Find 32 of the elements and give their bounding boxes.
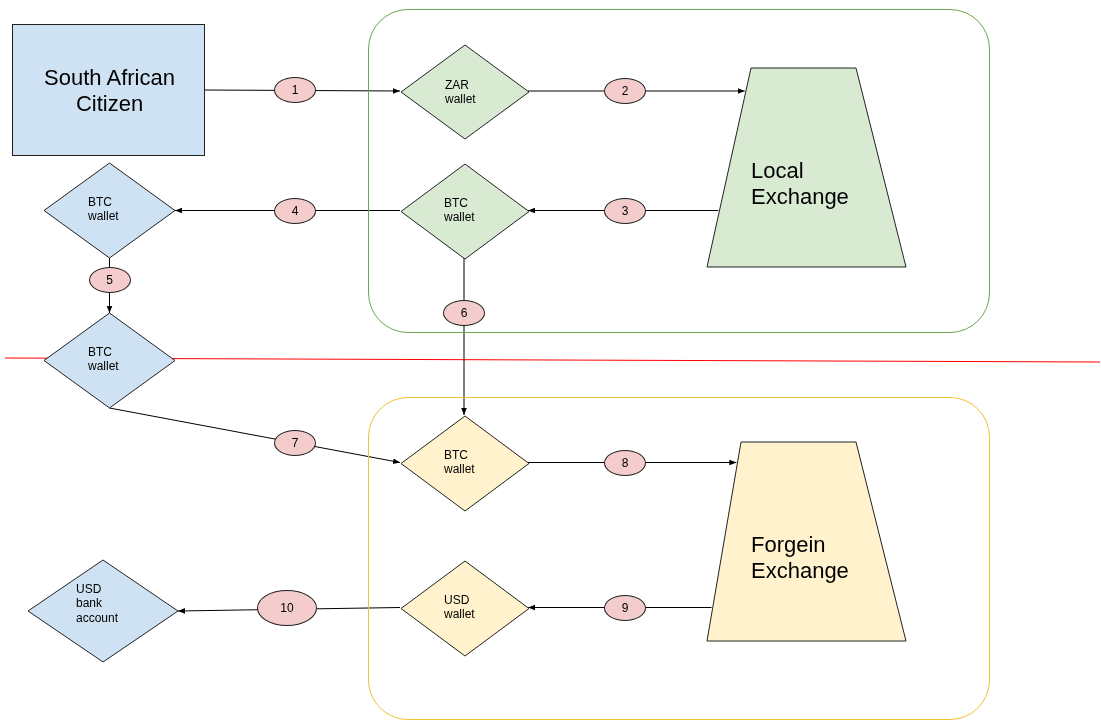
node-label: BTC wallet [88,195,120,224]
node-label: BTC wallet [444,448,476,477]
step-number: 7 [274,429,316,456]
decision-diamond [401,561,529,656]
step-number: 8 [604,449,646,476]
node-label: USD wallet [444,593,476,622]
step-number: 6 [443,299,485,326]
step-number: 4 [274,197,316,224]
step-number: 3 [604,197,646,224]
decision-diamond [44,313,175,408]
node-label: ZAR wallet [445,78,477,107]
node-label: Forgein Exchange [751,532,850,585]
decision-diamond [401,45,529,139]
group-container [368,397,990,720]
node-label: USD bank account [76,582,118,626]
decision-diamond [401,416,529,511]
step-number: 9 [604,594,646,621]
step-number: 10 [257,589,317,626]
step-number: 5 [88,267,131,293]
decision-diamond [401,164,529,259]
step-number: 2 [604,78,646,104]
node-label: Local Exchange [751,158,850,211]
exchange-trapezoid [707,68,906,267]
node-label: South African Citizen [43,65,176,118]
process-box [12,24,205,156]
decision-diamond [28,560,178,662]
node-label: BTC wallet [444,196,476,225]
step-number: 1 [274,77,316,104]
group-container [368,9,990,333]
decision-diamond [44,163,175,258]
exchange-trapezoid [707,442,906,641]
node-label: BTC wallet [88,345,120,374]
